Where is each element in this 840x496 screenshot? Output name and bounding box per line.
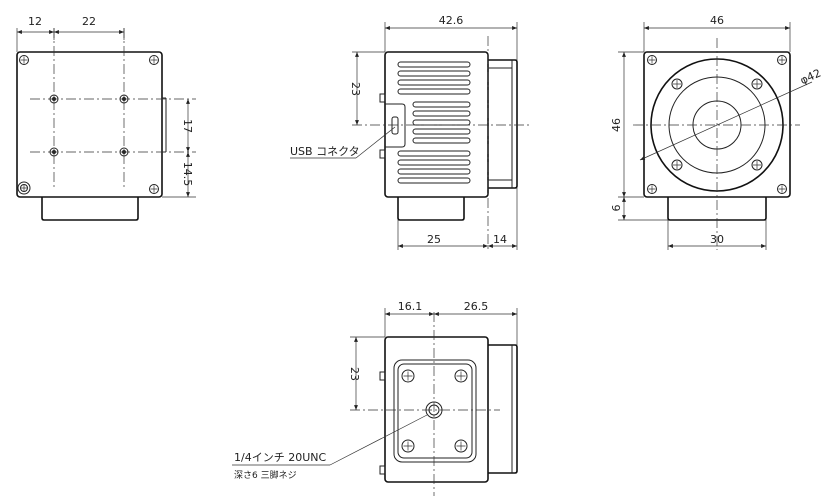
dim-25: 25 xyxy=(427,233,441,246)
dim-14: 14 xyxy=(493,233,507,246)
tripod-label-1: 1/4インチ 20UNC xyxy=(234,451,326,464)
dim-46-top: 46 xyxy=(710,14,724,27)
heatsink-fins xyxy=(397,61,471,184)
bottom-view: 16.1 26.5 23 1/4インチ 20UNC 深さ6 三脚ネジ xyxy=(232,300,518,496)
tripod-label-2: 深さ6 三脚ネジ xyxy=(234,470,297,481)
dim-23-bottom: 23 xyxy=(348,367,361,381)
dim-14-5: 14.5 xyxy=(181,162,194,187)
dim-26-5: 26.5 xyxy=(464,300,489,313)
usb-connector-label: USB コネクタ xyxy=(290,145,360,158)
dim-46-side: 46 xyxy=(610,118,623,132)
bottom-screw-icon xyxy=(401,369,468,453)
dim-12: 12 xyxy=(28,15,42,28)
dim-42-6: 42.6 xyxy=(439,14,464,27)
dim-16-1: 16.1 xyxy=(398,300,423,313)
dim-6: 6 xyxy=(610,205,623,212)
dim-23-side: 23 xyxy=(349,82,362,96)
rear-screw-icon xyxy=(17,55,159,195)
lens-view: φ42 46 46 6 30 xyxy=(610,14,823,250)
dim-22: 22 xyxy=(82,15,96,28)
rear-hole-icon xyxy=(49,94,129,157)
lens-screw-icon xyxy=(647,55,787,194)
rear-view: 12 22 17 14.5 xyxy=(16,15,196,221)
dim-phi-42: φ42 xyxy=(798,67,823,88)
dim-17: 17 xyxy=(181,119,194,133)
usb-port-icon xyxy=(385,103,406,148)
side-view: 42.6 23 25 14 USB コネクタ xyxy=(290,14,530,250)
dim-30: 30 xyxy=(710,233,724,246)
